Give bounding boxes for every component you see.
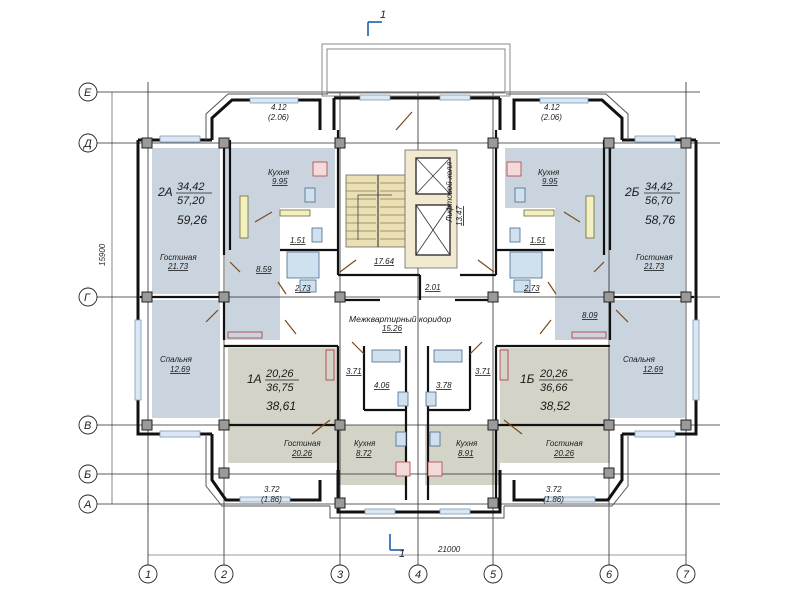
- apt-1b-living-name: Гостиная: [546, 439, 583, 448]
- lift-hall-name: Лифтовой холл: [445, 162, 454, 223]
- balcony-top-left-area: 4.12: [271, 103, 287, 112]
- section-marker-bottom: [389, 534, 404, 551]
- apt-2a-bedroom-name: Спальня: [160, 355, 193, 364]
- axis-bubbles-vertical: [138, 564, 696, 584]
- axis-label-A: А: [83, 499, 91, 511]
- apt-1a-area-full: 38,61: [266, 399, 296, 413]
- apt-1b-bath-area: 3.78: [436, 381, 452, 390]
- apt-2a-area-full: 59,26: [177, 213, 207, 227]
- section-marker-bottom-label: 1: [399, 548, 405, 560]
- wardrobes: [227, 331, 607, 381]
- section-marker-top-label: 1: [380, 9, 386, 21]
- apt-1b-area-full: 38,52: [540, 399, 570, 413]
- apt-2b-code: 2Б: [624, 185, 640, 199]
- balcony-top-right-half: (2.06): [541, 113, 562, 122]
- apt-1a-area-living: 20,26: [265, 368, 294, 380]
- kitchen-counters: [239, 195, 595, 239]
- balcony-bottom-left-half: (1.86): [261, 495, 282, 504]
- balcony-bottom-right-half: (1.86): [543, 495, 564, 504]
- apt-2b-bath-area: 1.51: [530, 236, 546, 245]
- apt-1a-area-total: 36,75: [266, 382, 294, 394]
- axis-bubbles-horizontal: [78, 82, 98, 514]
- apt-1b-code: 1Б: [520, 372, 535, 386]
- apt-2b-wc-area: 2.73: [523, 284, 540, 293]
- apt-1b-hall-area: 3.71: [475, 367, 491, 376]
- windows: [134, 94, 700, 515]
- apt-2a-wc-area: 2.73: [294, 284, 311, 293]
- axis-label-6: 6: [606, 569, 613, 581]
- dim-total-height: 15900: [98, 243, 107, 266]
- apt-1a-living-area: 20.26: [291, 449, 313, 458]
- balcony-top-right-area: 4.12: [544, 103, 560, 112]
- apt-1b-living-area: 20.26: [553, 449, 575, 458]
- apt-2b-living-name: Гостиная: [636, 253, 673, 262]
- apt-2b-area-total: 56,70: [645, 195, 673, 207]
- dim-total-width: 21000: [437, 545, 461, 554]
- apartment-fills: [152, 148, 685, 485]
- apt-2b-kitchen-area: 9.95: [542, 177, 558, 186]
- dimension-lines: [111, 92, 686, 556]
- fixtures: [286, 187, 543, 447]
- apt-1b-area-total: 36,66: [540, 382, 568, 394]
- section-marker-top: [367, 21, 382, 36]
- axis-label-B: Б: [84, 469, 91, 481]
- apt-1b-area-living: 20,26: [539, 368, 568, 380]
- balcony-bottom-right-area: 3.72: [546, 485, 562, 494]
- apt-2a-bedroom-area: 12.69: [170, 365, 191, 374]
- apt-1a-kitchen-name: Кухня: [354, 439, 376, 448]
- apt-2a-area-total: 57,20: [177, 195, 205, 207]
- apt-1a-code: 1А: [247, 372, 262, 386]
- apt-2a-living-name: Гостиная: [160, 253, 197, 262]
- apt-2b-kitchen-name: Кухня: [538, 168, 560, 177]
- doors: [205, 111, 629, 435]
- axis-label-G: Г: [84, 292, 91, 304]
- entrance-projection: [321, 43, 511, 97]
- axis-label-5: 5: [490, 569, 497, 581]
- staircase: [345, 174, 409, 248]
- apt-1a-bath-area: 4.06: [374, 381, 390, 390]
- axis-label-E: Е: [84, 87, 92, 99]
- apt-2a-hall-area: 8.59: [256, 265, 272, 274]
- stoves: [312, 161, 522, 477]
- apt-2b-area-full: 58,76: [645, 213, 675, 227]
- apt-2b-area-living: 34,42: [645, 181, 673, 193]
- apt-2a-kitchen-name: Кухня: [268, 168, 290, 177]
- apt-1a-kitchen-area: 8.72: [356, 449, 372, 458]
- apt-2b-bedroom-name: Спальня: [623, 355, 656, 364]
- apt-2a-living-area: 21.73: [167, 262, 189, 271]
- columns: [141, 137, 692, 509]
- lift-shafts: [404, 149, 458, 269]
- apt-1a-living-name: Гостиная: [284, 439, 321, 448]
- axis-label-3: 3: [337, 569, 344, 581]
- axis-label-4: 4: [415, 569, 421, 581]
- lift-hall-area: 13.47: [455, 205, 464, 226]
- axis-label-1: 1: [145, 569, 151, 581]
- apt-2a-code: 2А: [157, 185, 173, 199]
- axis-label-7: 7: [683, 569, 690, 581]
- balcony-bottom-left-area: 3.72: [264, 485, 280, 494]
- apt-1b-kitchen-name: Кухня: [456, 439, 478, 448]
- apt-2b-hall-area: 8.09: [582, 311, 598, 320]
- balcony-rails: [205, 93, 629, 519]
- apt-2b-bedroom-area: 12.69: [643, 365, 664, 374]
- vestibule-area: 2.01: [424, 283, 441, 292]
- apt-1a-hall-area: 3.71: [346, 367, 362, 376]
- axis-label-D: Д: [82, 138, 92, 150]
- corridor-name: Межквартирный коридор: [349, 314, 451, 324]
- corridor-area: 15.26: [382, 324, 403, 333]
- apt-2a-kitchen-area: 9.95: [272, 177, 288, 186]
- apt-2a-bath-area: 1.51: [290, 236, 306, 245]
- axis-label-V: В: [84, 420, 91, 432]
- stair-area: 17.64: [374, 257, 395, 266]
- apt-2b-living-area: 21.73: [643, 262, 665, 271]
- axis-label-2: 2: [220, 569, 227, 581]
- balcony-top-left-half: (2.06): [268, 113, 289, 122]
- apt-2a-area-living: 34,42: [177, 181, 205, 193]
- apt-1b-kitchen-area: 8.91: [458, 449, 474, 458]
